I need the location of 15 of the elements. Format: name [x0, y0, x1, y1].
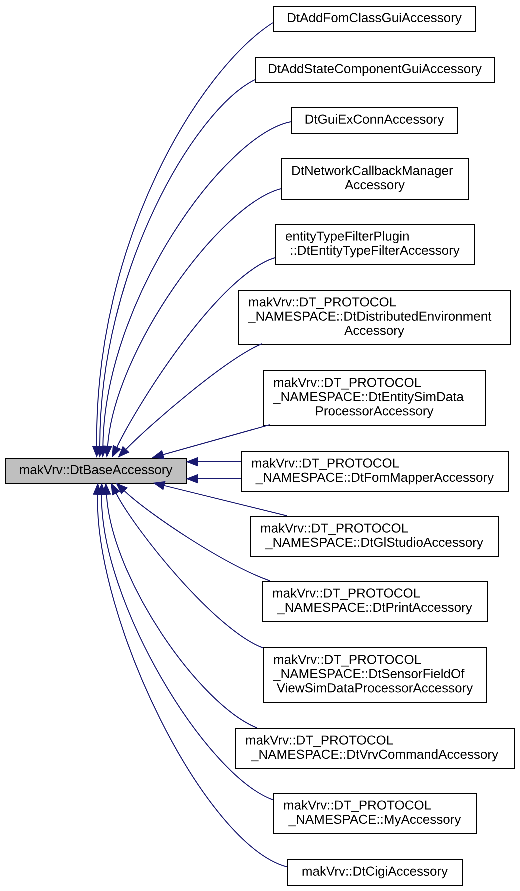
- class-box: DtAddStateComponentGuiAccessory: [255, 57, 495, 83]
- class-box: entityTypeFilterPlugin ::DtEntityTypeFilterAccessory: [275, 224, 475, 265]
- class-box: DtGuiExConnAccessory: [291, 107, 458, 134]
- class-box: DtAddFomClassGuiAccessory: [273, 6, 476, 32]
- class-box: makVrv::DT_PROTOCOL _NAMESPACE::DtDistributedEnvironment Accessory: [238, 290, 511, 345]
- class-box: makVrv::DtBaseAccessory: [5, 458, 187, 484]
- class-box: makVrv::DT_PROTOCOL _NAMESPACE::DtEntitySimData ProcessorAccessory: [263, 370, 486, 426]
- class-box: makVrv::DT_PROTOCOL _NAMESPACE::DtVrvCommandAccessory: [235, 728, 515, 769]
- class-box: makVrv::DT_PROTOCOL _NAMESPACE::DtPrintAccessory: [262, 581, 488, 622]
- class-box: makVrv::DT_PROTOCOL _NAMESPACE::DtFomMapperAccessory: [241, 451, 509, 492]
- class-box: makVrv::DtCigiAccessory: [287, 859, 463, 886]
- class-box: DtNetworkCallbackManager Accessory: [281, 158, 469, 200]
- class-box: makVrv::DT_PROTOCOL _NAMESPACE::MyAccessory: [273, 793, 477, 834]
- class-box: makVrv::DT_PROTOCOL _NAMESPACE::DtSensorFieldOf ViewSimDataProcessorAccessory: [263, 647, 487, 703]
- class-box: makVrv::DT_PROTOCOL _NAMESPACE::DtGlStudioAccessory: [250, 516, 499, 557]
